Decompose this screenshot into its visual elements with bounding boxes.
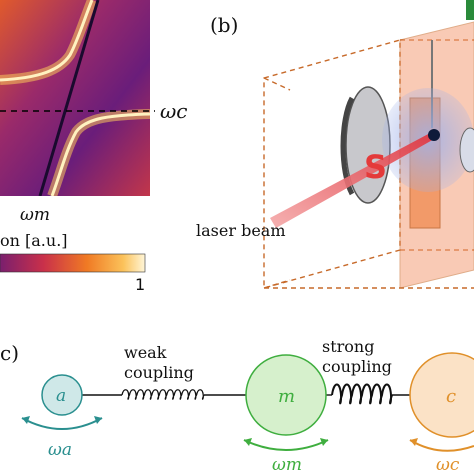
heatmap-background (0, 0, 150, 196)
mode-a-symbol: a (56, 386, 66, 406)
mode-c-arc (409, 439, 474, 452)
panel-b: (b) S laser beam (196, 0, 474, 289)
colorbar (0, 253, 146, 273)
panel-c-label: c) (0, 341, 19, 365)
laser-label: laser beam (196, 221, 286, 240)
strong-spring (331, 383, 393, 405)
mode-m-arrow-right (320, 438, 328, 446)
mode-c-circle (409, 352, 474, 438)
mode-a-frequency: ωa (48, 440, 72, 460)
mode-m-symbol: m (278, 386, 295, 407)
dashed-line-label: ωc (160, 99, 188, 123)
panel-c: c) weak coupling strong coupling a ωa m … (0, 337, 474, 474)
weak-label-line1: weak (124, 343, 167, 362)
colorbar-max-tick: 1 (135, 275, 145, 294)
colorbar-label: on [a.u.] (0, 231, 68, 250)
upper-branch (0, 0, 94, 82)
lower-branch (50, 112, 150, 196)
mode-m-arc (243, 439, 329, 451)
strong-label-line1: strong (322, 337, 374, 356)
mode-a-arrow-left (22, 416, 30, 424)
strong-label-line2: coupling (322, 357, 392, 376)
mode-m-circle (245, 354, 327, 436)
mode-a-arc (21, 417, 103, 430)
weak-label-line2: coupling (124, 363, 194, 382)
mode-m-frequency: ωm (272, 455, 302, 474)
x-axis-label: ωm (20, 205, 50, 225)
panel-b-label: (b) (210, 13, 238, 37)
mode-a-arrow-right (94, 416, 102, 424)
top-marker (466, 0, 474, 20)
yig-sphere (428, 129, 440, 141)
mode-m-arrow-left (244, 438, 252, 446)
mode-c-frequency: ωc (436, 455, 460, 474)
heatmap (0, 0, 150, 196)
right-mirror-edge (459, 127, 474, 173)
s-glyph: S (364, 148, 387, 186)
weak-spring (121, 389, 205, 400)
mode-c-symbol: c (446, 386, 456, 407)
mode-a-circle (41, 374, 83, 416)
laser-beam (270, 132, 436, 228)
dark-diagonal (38, 0, 100, 196)
mode-c-arrow-left (410, 438, 418, 446)
panel-a: ωc ωm on [a.u.] 1 (0, 0, 188, 294)
